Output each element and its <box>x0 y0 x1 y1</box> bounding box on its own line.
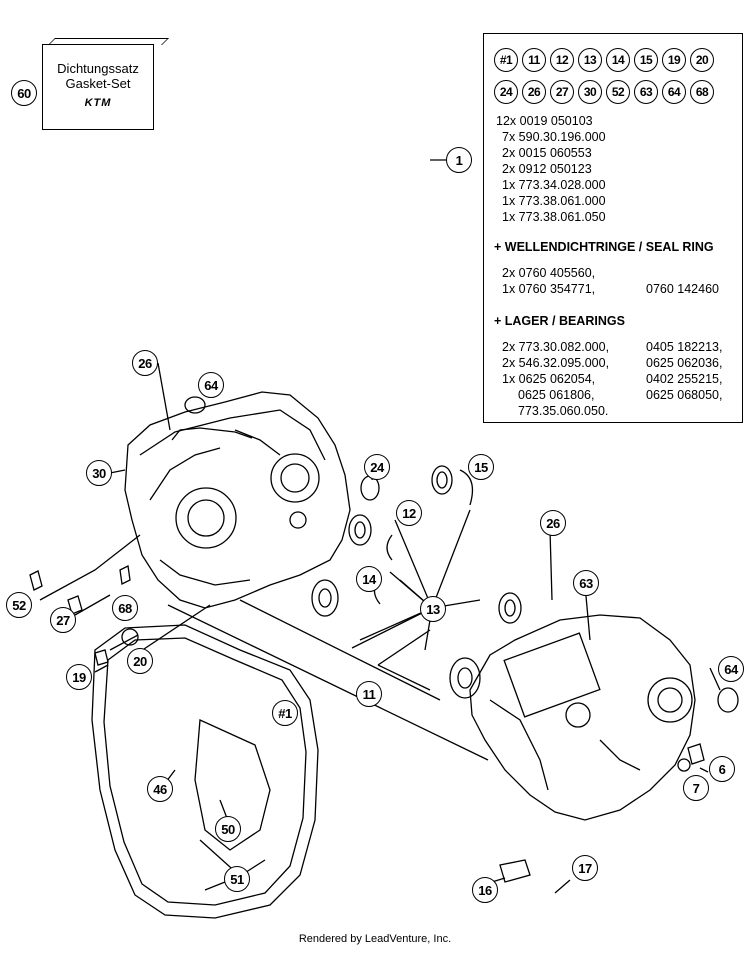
gasket-outline <box>91 624 319 919</box>
callout-46[interactable]: 46 <box>147 776 173 802</box>
callout-1[interactable]: 1 <box>446 147 472 173</box>
bearing-part-line: 0625 061806, <box>518 388 595 402</box>
kit-chip-row-1: #1 11 12 13 14 15 19 20 <box>494 48 714 72</box>
bearing-part-line: 0405 182213, <box>646 340 723 354</box>
left-crankcase-half <box>124 391 351 609</box>
footer-credit: Rendered by LeadVenture, Inc. <box>298 933 452 945</box>
seal-ring-heading: + WELLENDICHTRINGE / SEAL RING <box>494 240 714 254</box>
callout-30[interactable]: 30 <box>86 460 112 486</box>
kit-chip[interactable]: 63 <box>634 80 658 104</box>
bearing-part-line: 1x 0625 062054, <box>502 372 596 386</box>
bearings-heading: + LAGER / BEARINGS <box>494 314 625 328</box>
gasket-set-english-label: Gasket-Set <box>65 76 131 91</box>
callout-52[interactable]: 52 <box>6 592 32 618</box>
seal-part-line: 1x 0760 354771, <box>502 282 596 296</box>
seal-part-line: 0760 142460 <box>646 282 719 296</box>
callout-17[interactable]: 17 <box>572 855 598 881</box>
kit-chip-row-2: 24 26 27 30 52 63 64 68 <box>494 80 714 104</box>
callout-50[interactable]: 50 <box>215 816 241 842</box>
bearing-part-line: 2x 546.32.095.000, <box>502 356 610 370</box>
bearing-part-line: 2x 773.30.082.000, <box>502 340 610 354</box>
kit-chip[interactable]: 19 <box>662 48 686 72</box>
kit-chip[interactable]: 27 <box>550 80 574 104</box>
parts-kit-panel: #1 11 12 13 14 15 19 20 24 26 27 30 52 6… <box>483 33 743 423</box>
kit-chip[interactable]: 11 <box>522 48 546 72</box>
kit-chip[interactable]: 14 <box>606 48 630 72</box>
kit-chip[interactable]: 26 <box>522 80 546 104</box>
gasket-set-german-label: Dichtungssatz <box>57 61 139 76</box>
seal-part-line: 2x 0760 405560, <box>502 266 596 280</box>
bearing-part-line: 0625 068050, <box>646 388 723 402</box>
part-number-line: 12x 0019 050103 <box>496 114 593 128</box>
kit-chip[interactable]: 64 <box>662 80 686 104</box>
kit-chip[interactable]: 24 <box>494 80 518 104</box>
part-number-line: 1x 773.34.028.000 <box>502 178 606 192</box>
callout-19[interactable]: 19 <box>66 664 92 690</box>
brand-logo: KTM <box>84 97 112 109</box>
callout-7[interactable]: 7 <box>683 775 709 801</box>
callout-64b[interactable]: 64 <box>718 656 744 682</box>
kit-chip[interactable]: #1 <box>494 48 518 72</box>
callout-24[interactable]: 24 <box>364 454 390 480</box>
callout-51[interactable]: 51 <box>224 866 250 892</box>
kit-chip[interactable]: 20 <box>690 48 714 72</box>
bearing-part-line: 0402 255215, <box>646 372 723 386</box>
callout-26b[interactable]: 26 <box>540 510 566 536</box>
callout-15[interactable]: 15 <box>468 454 494 480</box>
callout-11[interactable]: 11 <box>356 681 382 707</box>
callout-20[interactable]: 20 <box>127 648 153 674</box>
callout-16[interactable]: 16 <box>472 877 498 903</box>
bearing-part-line: 0625 062036, <box>646 356 723 370</box>
callout-6[interactable]: 6 <box>709 756 735 782</box>
part-number-line: 2x 0912 050123 <box>502 162 592 176</box>
part-number-line: 2x 0015 060553 <box>502 146 592 160</box>
callout-14[interactable]: 14 <box>356 566 382 592</box>
callout-13[interactable]: 13 <box>420 596 446 622</box>
callout-64[interactable]: 64 <box>198 372 224 398</box>
kit-chip[interactable]: 13 <box>578 48 602 72</box>
callout-27[interactable]: 27 <box>50 607 76 633</box>
right-crankcase-half <box>469 614 696 821</box>
callout-hash-1[interactable]: #1 <box>272 700 298 726</box>
kit-chip[interactable]: 12 <box>550 48 574 72</box>
bearing-part-line: 773.35.060.050. <box>518 404 609 418</box>
part-number-line: 7x 590.30.196.000 <box>502 130 606 144</box>
callout-63[interactable]: 63 <box>573 570 599 596</box>
callout-26[interactable]: 26 <box>132 350 158 376</box>
kit-chip[interactable]: 52 <box>606 80 630 104</box>
part-number-line: 1x 773.38.061.050 <box>502 210 606 224</box>
callout-68[interactable]: 68 <box>112 595 138 621</box>
part-number-line: 1x 773.38.061.000 <box>502 194 606 208</box>
kit-chip[interactable]: 30 <box>578 80 602 104</box>
kit-chip[interactable]: 15 <box>634 48 658 72</box>
gasket-set-box: Dichtungssatz Gasket-Set KTM <box>42 44 154 130</box>
callout-60[interactable]: 60 <box>11 80 37 106</box>
kit-chip[interactable]: 68 <box>690 80 714 104</box>
callout-12[interactable]: 12 <box>396 500 422 526</box>
